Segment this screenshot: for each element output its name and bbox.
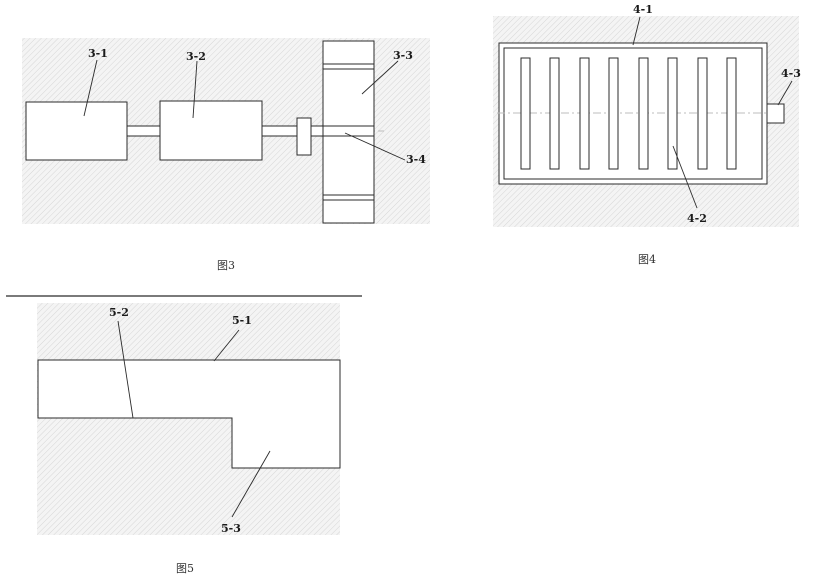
label-4-2: 4-2	[687, 212, 707, 225]
figure-4: 4-1 4-2 4-3 图4	[493, 3, 801, 266]
leader-3-2	[192, 60, 198, 119]
wheel-hub-shaft	[322, 125, 375, 137]
label-5-1: 5-1	[232, 314, 252, 327]
figure-5-caption: 图5	[176, 562, 194, 575]
leader-5-2	[117, 320, 134, 419]
label-3-3: 3-3	[393, 49, 413, 62]
figure-3-caption: 图3	[217, 259, 235, 272]
shaft-3-2-to-coupling	[261, 125, 299, 137]
leader-3-1	[83, 59, 98, 117]
slot	[549, 57, 560, 170]
slot	[667, 57, 678, 170]
label-3-2: 3-2	[186, 50, 206, 63]
coupling-block	[296, 117, 312, 156]
shaft-stub-4-3	[766, 103, 785, 124]
figure-3: 3-1 3-2 3-3 3-4 图3	[22, 38, 430, 272]
slot	[697, 57, 708, 170]
slot	[520, 57, 531, 170]
label-3-4: 3-4	[406, 153, 426, 166]
leader-5-3	[231, 450, 271, 518]
shaft-3-1-to-3-2	[126, 125, 161, 137]
leader-4-1	[632, 16, 641, 46]
slot	[579, 57, 590, 170]
stepped-profile-5-1	[37, 359, 341, 469]
figure-5: 5-1 5-2 5-3 图5	[6, 295, 362, 575]
leader-4-2	[672, 145, 698, 209]
figure-4-caption: 图4	[638, 253, 656, 266]
component-3-2-box	[159, 100, 263, 161]
slot	[608, 57, 619, 170]
leader-3-3	[361, 60, 399, 95]
label-5-3: 5-3	[221, 522, 241, 535]
leader-3-4	[344, 132, 406, 161]
component-3-1-box	[25, 101, 128, 161]
slot	[638, 57, 649, 170]
slot	[726, 57, 737, 170]
label-4-1: 4-1	[633, 3, 653, 16]
label-4-3: 4-3	[781, 67, 801, 80]
leader-5-1	[213, 329, 240, 362]
slot-group-4-2	[520, 57, 737, 170]
label-3-1: 3-1	[88, 47, 108, 60]
label-5-2: 5-2	[109, 306, 129, 319]
leader-4-3	[777, 80, 793, 106]
